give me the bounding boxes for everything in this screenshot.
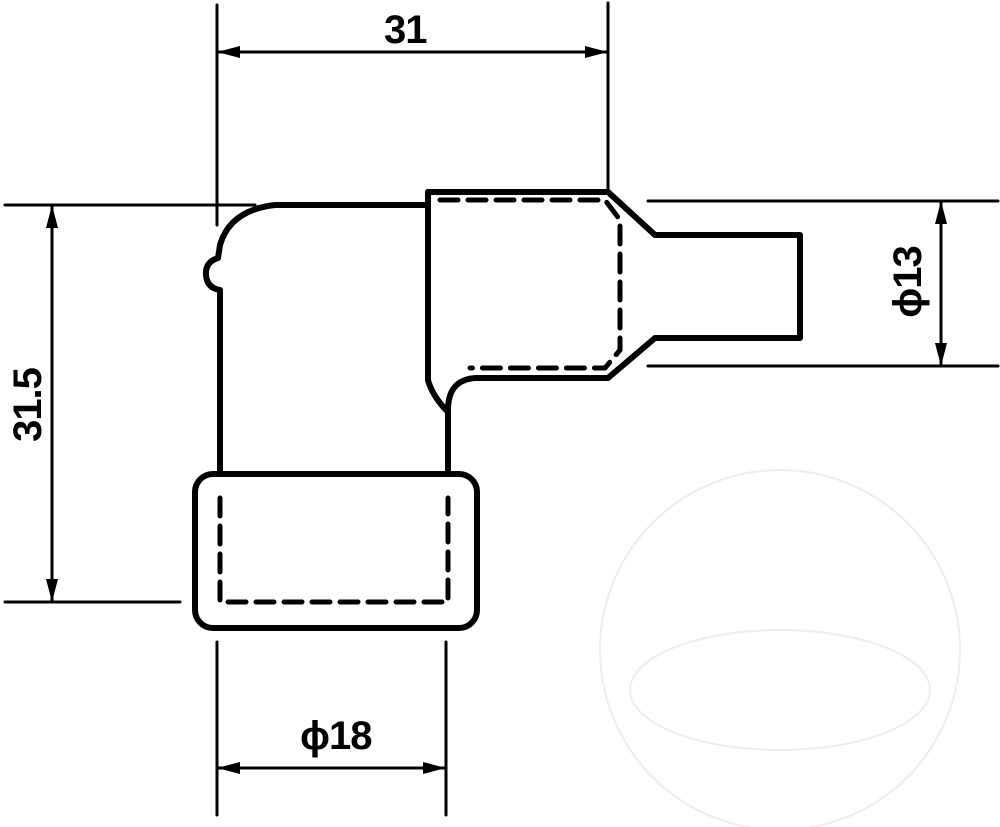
- arrowheads: [46, 46, 947, 774]
- connector-outline: [192, 189, 803, 631]
- extension-lines: [3, 1, 1000, 817]
- dimension-label-plug-diameter: ϕ18: [300, 714, 372, 758]
- dimension-label-overall-height: 31.5: [6, 368, 50, 442]
- dimension-label-cable-diameter: ϕ13: [886, 246, 930, 318]
- watermark: [599, 469, 961, 827]
- dimension-label-overall-width: 31: [384, 8, 427, 52]
- dimension-lines: [50, 50, 943, 770]
- hidden-lines: [217, 197, 623, 605]
